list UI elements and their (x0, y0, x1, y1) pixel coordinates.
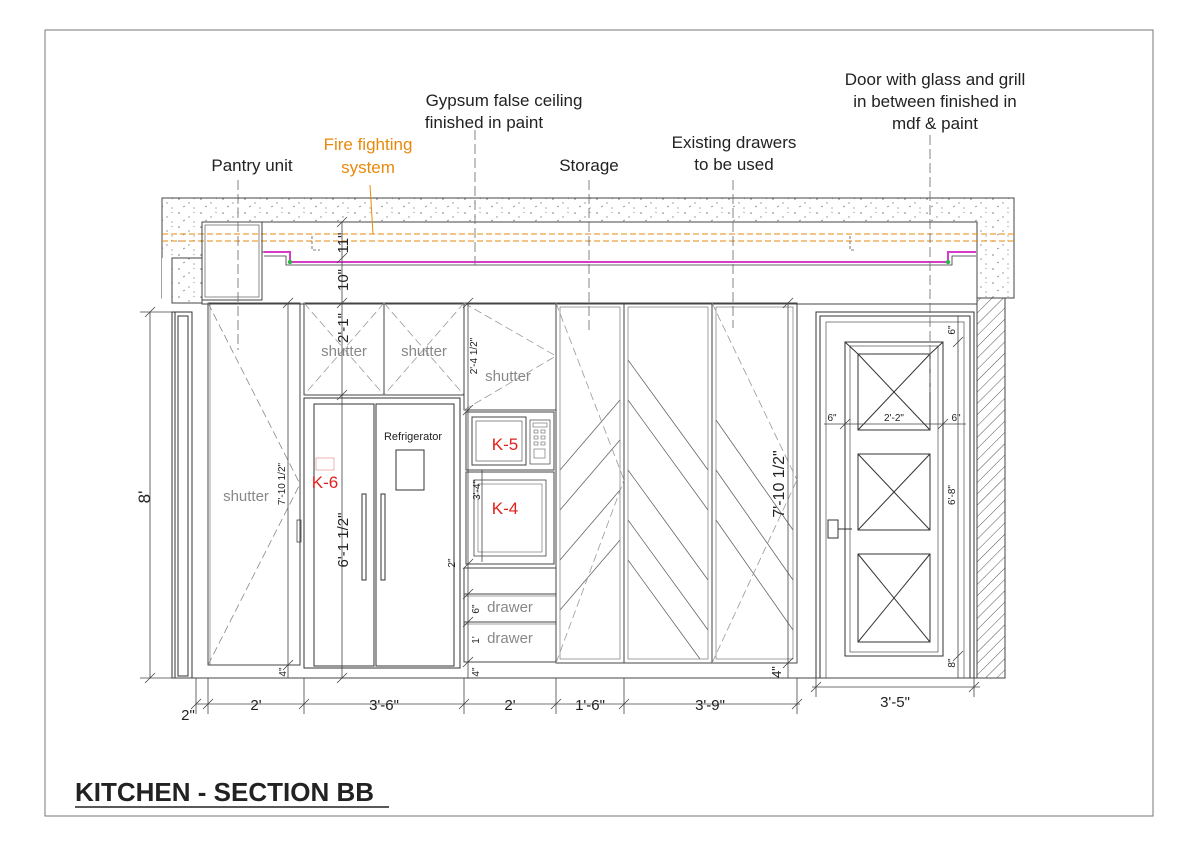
dim-10: 10" (335, 269, 352, 291)
dim-2in: 2" (447, 558, 458, 568)
dim-4in-a: 4" (278, 667, 289, 677)
dim-1ft: 1' (471, 636, 482, 644)
callout-gypsum-2: finished in paint (425, 113, 543, 132)
callout-door-3: mdf & paint (892, 114, 978, 133)
dim-bottom-1: 2' (250, 697, 261, 714)
dim-door-8: 8" (947, 658, 958, 668)
dim-door-2-2: 2'-2" (884, 413, 904, 424)
pantry-tall-unit (207, 302, 302, 666)
label-shutter-right: shutter (485, 368, 531, 385)
leader-lines (237, 130, 931, 392)
tag-k5: K-5 (492, 435, 518, 454)
callouts: Pantry unit Fire fighting system Gypsum … (211, 70, 1025, 177)
upper-shutters (303, 302, 465, 396)
right-wall (976, 297, 1006, 679)
dim-bottom-5: 3'-9" (695, 697, 725, 714)
dim-2-4-half: 2'-4 1/2" (469, 337, 480, 374)
pantry-top-box (201, 221, 264, 301)
dim-4in-b: 4" (471, 667, 482, 677)
fire-fighting-pipe (162, 233, 1014, 242)
dim-bottom-3: 2' (504, 697, 515, 714)
dim-4in-c: 4" (769, 666, 784, 678)
dim-7-10-half-right: 7'-10 1/2" (771, 450, 788, 517)
false-ceiling-profile (264, 251, 976, 266)
label-shutter-top-2: shutter (401, 343, 447, 360)
label-drawer-2: drawer (487, 630, 533, 647)
dim-11: 11" (335, 233, 352, 254)
tag-k4: K-4 (492, 499, 518, 518)
sprinkler-drops (311, 236, 856, 251)
item-tags: K-6 K-5 K-4 (312, 435, 518, 518)
dim-7-10-half-left: 7'-10 1/2" (277, 462, 288, 505)
callout-storage: Storage (559, 156, 619, 175)
element-labels: shutter shutter shutter shutter Refriger… (223, 343, 533, 647)
drawing-title: KITCHEN - SECTION BB (75, 777, 374, 807)
dim-6in: 6" (471, 604, 482, 614)
sheet-border (44, 29, 1154, 817)
callout-door-1: Door with glass and grill (845, 70, 1025, 89)
dimension-text: 2" 2' 3'-6" 2' 1'-6" 3'-9" 3'-5" 8' 11" … (135, 233, 961, 724)
dim-bottom-4: 1'-6" (575, 697, 605, 714)
dim-door-6-8: 6'-8" (947, 485, 958, 505)
dimension-lines (140, 216, 980, 714)
dim-3-4: 3'-4" (472, 480, 483, 500)
label-shutter-top-1: shutter (321, 343, 367, 360)
dim-door-6-left: 6" (827, 413, 837, 424)
drawing-title-block: KITCHEN - SECTION BB (75, 777, 389, 808)
label-shutter-tall: shutter (223, 488, 269, 505)
dim-bottom-0: 2" (181, 707, 195, 724)
dim-door-6-top: 6" (947, 325, 958, 335)
callout-pantry-unit: Pantry unit (211, 156, 293, 175)
refrigerator (303, 397, 461, 669)
label-refrigerator: Refrigerator (384, 431, 442, 443)
dim-6-1-half: 6'-1 1/2" (335, 513, 352, 568)
dim-door-6-right: 6" (951, 413, 961, 424)
tag-k6: K-6 (312, 473, 338, 492)
fire-leader (369, 184, 374, 235)
left-wall-edge (171, 311, 193, 679)
dim-bottom-2: 3'-6" (369, 697, 399, 714)
callout-door-2: in between finished in (853, 92, 1017, 111)
storage-panels (555, 302, 798, 664)
callout-fire-fighting-2: system (341, 158, 395, 177)
dim-2-1: 2'-1" (335, 313, 352, 343)
callout-drawers-2: to be used (694, 155, 773, 174)
dim-height-overall: 8' (135, 491, 154, 504)
callout-fire-fighting-1: Fire fighting (324, 135, 413, 154)
callout-gypsum-1: Gypsum false ceiling (426, 91, 583, 110)
label-drawer-1: drawer (487, 599, 533, 616)
callout-drawers-1: Existing drawers (672, 133, 797, 152)
dim-bottom-6: 3'-5" (880, 694, 910, 711)
